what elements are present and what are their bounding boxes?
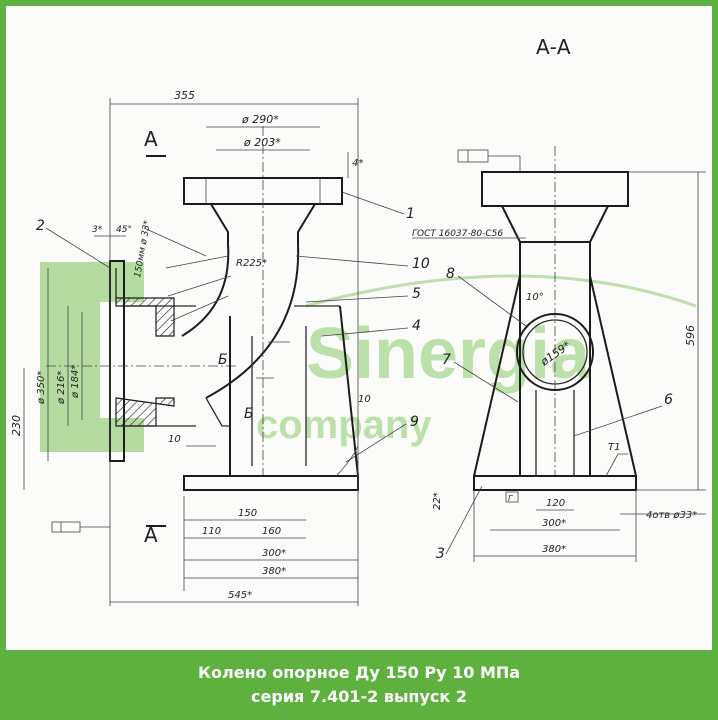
callout-5: 5 bbox=[412, 286, 421, 302]
dim-380-b: 380* bbox=[542, 544, 566, 555]
caption-line-2: серия 7.401-2 выпуск 2 bbox=[251, 687, 467, 706]
dim-300: 300* bbox=[262, 548, 286, 559]
dim-10-deg: 10° bbox=[526, 292, 544, 303]
dim-596: 596 bbox=[684, 325, 697, 346]
ref-b-1: Б bbox=[218, 352, 228, 368]
callout-3: 3 bbox=[436, 546, 445, 562]
datum-box-top bbox=[457, 149, 489, 163]
dim-216: ø 216* bbox=[56, 371, 67, 405]
dim-r225: R225* bbox=[236, 258, 267, 269]
dim-45: 45° bbox=[116, 225, 132, 235]
watermark-sub: company bbox=[256, 403, 432, 447]
dim-holes: 4отв ø33* bbox=[646, 510, 697, 521]
dim-355: 355 bbox=[174, 89, 195, 102]
dim-150: 150 bbox=[238, 508, 257, 519]
dim-10-a: 10 bbox=[168, 434, 181, 445]
dim-22: 22* bbox=[432, 492, 443, 510]
section-base bbox=[473, 475, 637, 491]
dim-3: 3* bbox=[92, 225, 103, 235]
section-view-aa: А-А 596 ø159* bbox=[412, 35, 706, 562]
dim-10-b: 10 bbox=[358, 394, 371, 405]
technical-drawing: Sinergia company bbox=[10, 35, 706, 606]
base-plate bbox=[183, 475, 359, 491]
drawing-sheet: Sinergia company bbox=[6, 6, 712, 650]
callout-4: 4 bbox=[412, 318, 421, 334]
label-t1: Т1 bbox=[608, 442, 620, 453]
callout-1: 1 bbox=[406, 206, 415, 222]
dim-184: ø 184* bbox=[70, 365, 81, 399]
dim-120: 120 bbox=[546, 498, 565, 509]
callout-7: 7 bbox=[442, 352, 451, 368]
flange-section-bottom bbox=[115, 397, 175, 427]
pipe-circle bbox=[516, 313, 594, 391]
ref-b-2: Б bbox=[244, 406, 254, 422]
standard-label: ГОСТ 16037-80-С56 bbox=[412, 229, 503, 239]
callout-10-a: 10 bbox=[412, 256, 430, 272]
caption: Колено опорное Ду 150 Ру 10 МПа серия 7.… bbox=[0, 650, 718, 720]
callout-2: 2 bbox=[36, 218, 45, 234]
dim-545: 545* bbox=[228, 590, 252, 601]
dim-230: 230 bbox=[10, 415, 23, 436]
dim-380: 380* bbox=[262, 566, 286, 577]
datum-box-left bbox=[51, 521, 81, 533]
flange-section-top bbox=[115, 268, 175, 337]
section-marker-bottom: А bbox=[144, 523, 158, 547]
section-title: А-А bbox=[536, 35, 571, 59]
caption-line-1: Колено опорное Ду 150 Ру 10 МПа bbox=[197, 663, 521, 682]
dim-160: 160 bbox=[262, 526, 281, 537]
ref-g-base: Г bbox=[508, 494, 513, 503]
watermark-s-block bbox=[40, 262, 100, 452]
left-view: А А bbox=[10, 89, 430, 606]
dim-300-b: 300* bbox=[542, 518, 566, 529]
dim-290: ø 290* bbox=[241, 113, 279, 126]
section-marker-top: А bbox=[144, 127, 158, 151]
watermark: Sinergia company bbox=[40, 262, 697, 452]
callout-6: 6 bbox=[664, 392, 673, 408]
dim-radius-holes: 150мм ø 33* bbox=[133, 219, 153, 278]
callout-8: 8 bbox=[446, 266, 455, 282]
dim-4: 4* bbox=[352, 158, 363, 169]
dim-350: ø 350* bbox=[36, 371, 47, 405]
callout-9: 9 bbox=[410, 414, 419, 430]
watermark-brand: Sinergia bbox=[306, 314, 591, 394]
dim-110: 110 bbox=[202, 526, 221, 537]
dim-203: ø 203* bbox=[243, 136, 281, 149]
